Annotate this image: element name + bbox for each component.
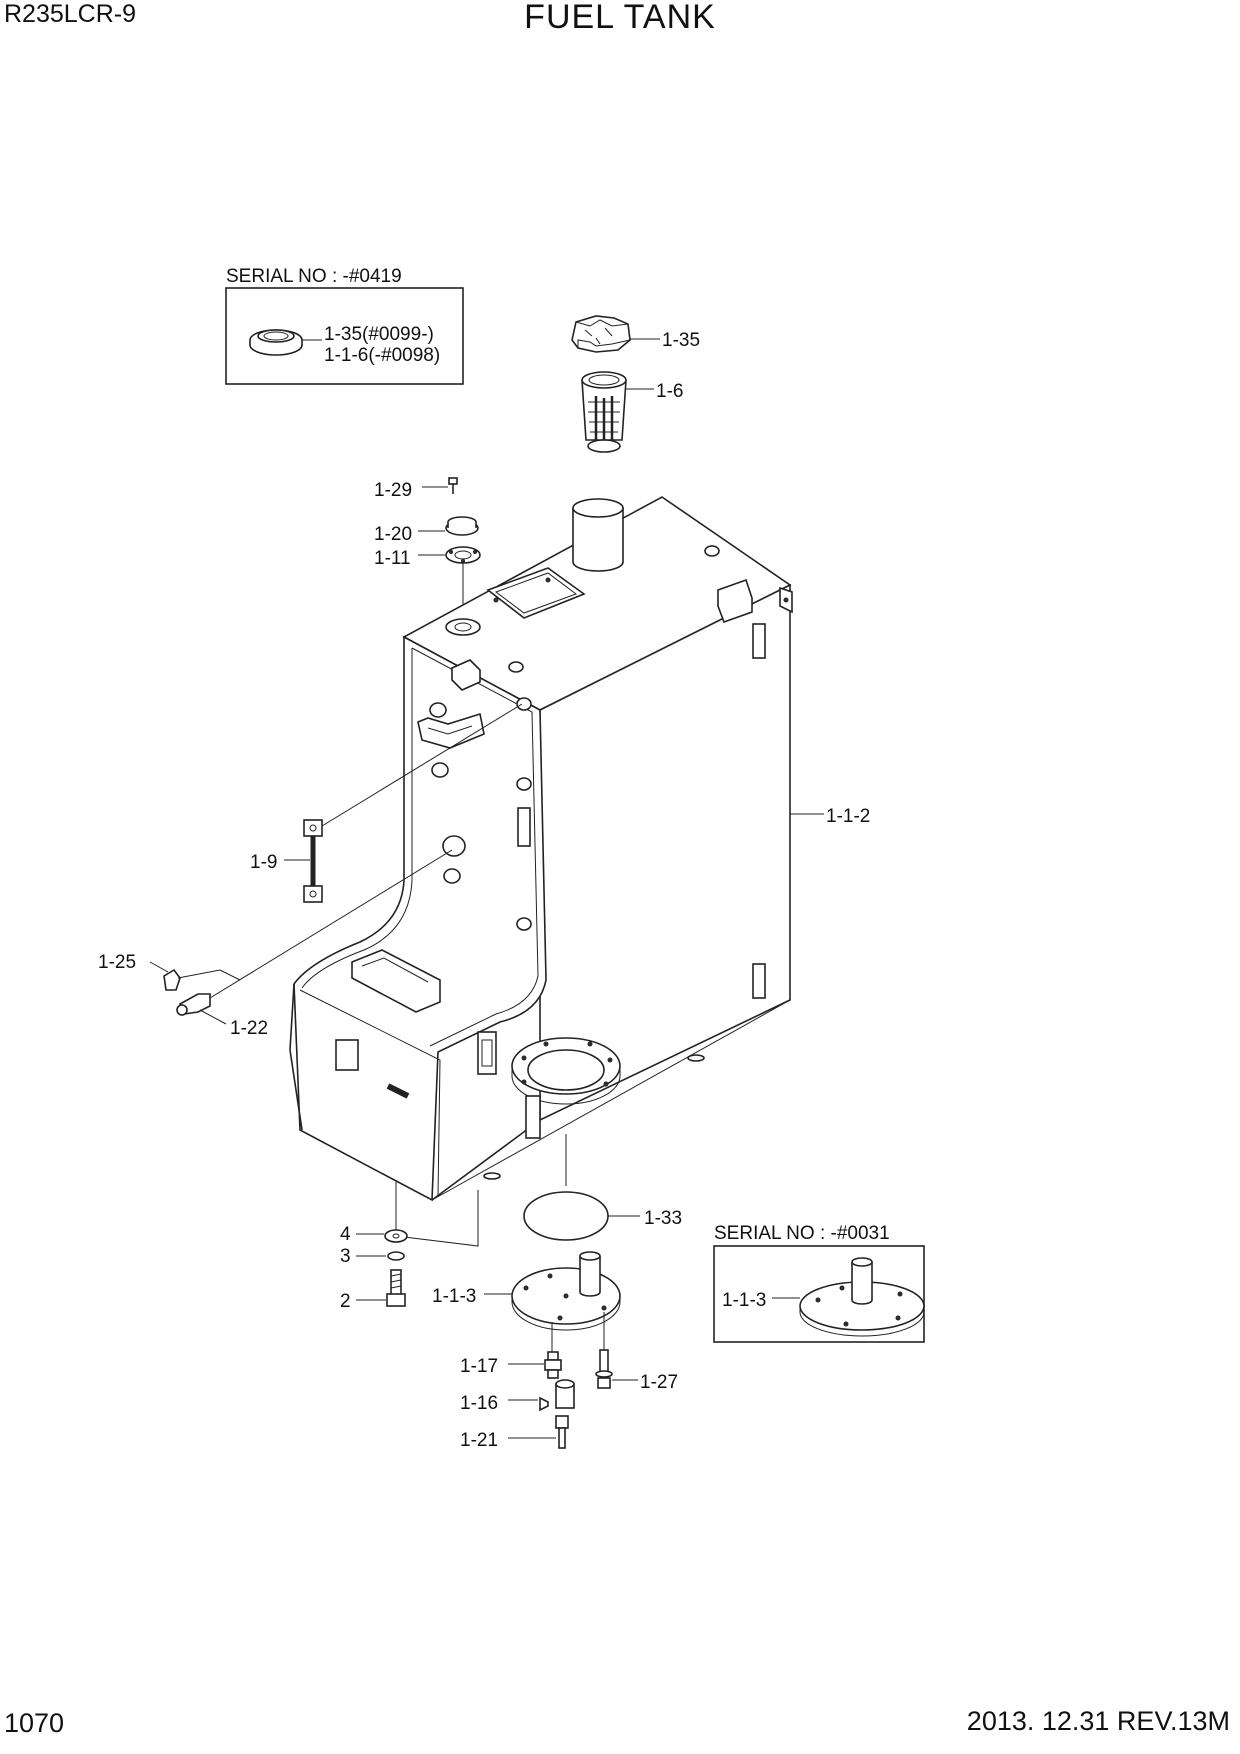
callout-2: 2	[340, 1291, 351, 1312]
cover-plate-alt-icon	[799, 1257, 925, 1337]
level-rod-icon	[303, 819, 323, 903]
lock-washer-icon	[387, 1251, 405, 1261]
callout-1-25: 1-25	[98, 952, 136, 973]
filler-cap-icon	[571, 315, 631, 353]
bolt-icon	[386, 1269, 406, 1307]
callout-1-1-2: 1-1-2	[826, 806, 870, 827]
bolt-small-icon	[595, 1349, 613, 1389]
plug-bolt-icon	[555, 1415, 569, 1449]
inset-frame	[225, 287, 464, 385]
inset-callout-2: 1-1-6(-#0098)	[324, 345, 440, 366]
callout-1-20: 1-20	[374, 524, 412, 545]
callout-1-1-3: 1-1-3	[432, 1286, 476, 1307]
plug-icon	[163, 968, 181, 991]
callout-1-9: 1-9	[250, 852, 277, 873]
cover-plate-icon	[511, 1251, 621, 1331]
inset-serial-0031: SERIAL NO : -#0031 1-1-3	[713, 1223, 925, 1343]
callout-3: 3	[340, 1246, 351, 1267]
callout-4: 4	[340, 1224, 351, 1245]
screw-icon	[448, 477, 458, 494]
inset-heading-2: SERIAL NO : -#0031	[714, 1223, 890, 1244]
fuel-tank-body	[289, 496, 793, 1202]
revision-date: 2013. 12.31 REV.13M	[966, 1706, 1230, 1736]
sender-cap-icon	[445, 516, 479, 536]
callout-1-17: 1-17	[460, 1356, 498, 1377]
flange-icon	[511, 1037, 621, 1105]
callout-1-29: 1-29	[374, 480, 412, 501]
callout-1-21: 1-21	[460, 1430, 498, 1451]
o-ring-icon	[523, 1191, 609, 1241]
inset-callout-3: 1-1-3	[722, 1290, 766, 1311]
callout-1-6: 1-6	[656, 381, 683, 402]
model-number: R235LCR-9	[4, 0, 137, 28]
inset-frame-2	[713, 1245, 925, 1343]
callout-1-22: 1-22	[230, 1018, 268, 1039]
inset-serial-0419: SERIAL NO : -#0419 1-35(#0099-) 1-1-6(-#…	[225, 266, 464, 385]
gasket-icon	[445, 546, 481, 564]
drain-valve-icon	[176, 993, 211, 1016]
strainer-icon	[581, 371, 627, 453]
drain-cock-icon	[539, 1379, 575, 1412]
callout-1-27: 1-27	[640, 1372, 678, 1393]
callout-1-16: 1-16	[460, 1393, 498, 1414]
page-title: FUEL TANK	[524, 0, 716, 36]
inset-callout-1: 1-35(#0099-)	[324, 324, 434, 345]
callout-1-35: 1-35	[662, 330, 700, 351]
cap-icon	[249, 329, 303, 356]
washer-icon	[384, 1229, 408, 1243]
inset-heading: SERIAL NO : -#0419	[226, 266, 402, 287]
callout-1-33: 1-33	[644, 1208, 682, 1229]
page-number: 1070	[4, 1708, 65, 1738]
fitting-icon	[544, 1351, 562, 1379]
callout-1-11: 1-11	[374, 548, 411, 569]
